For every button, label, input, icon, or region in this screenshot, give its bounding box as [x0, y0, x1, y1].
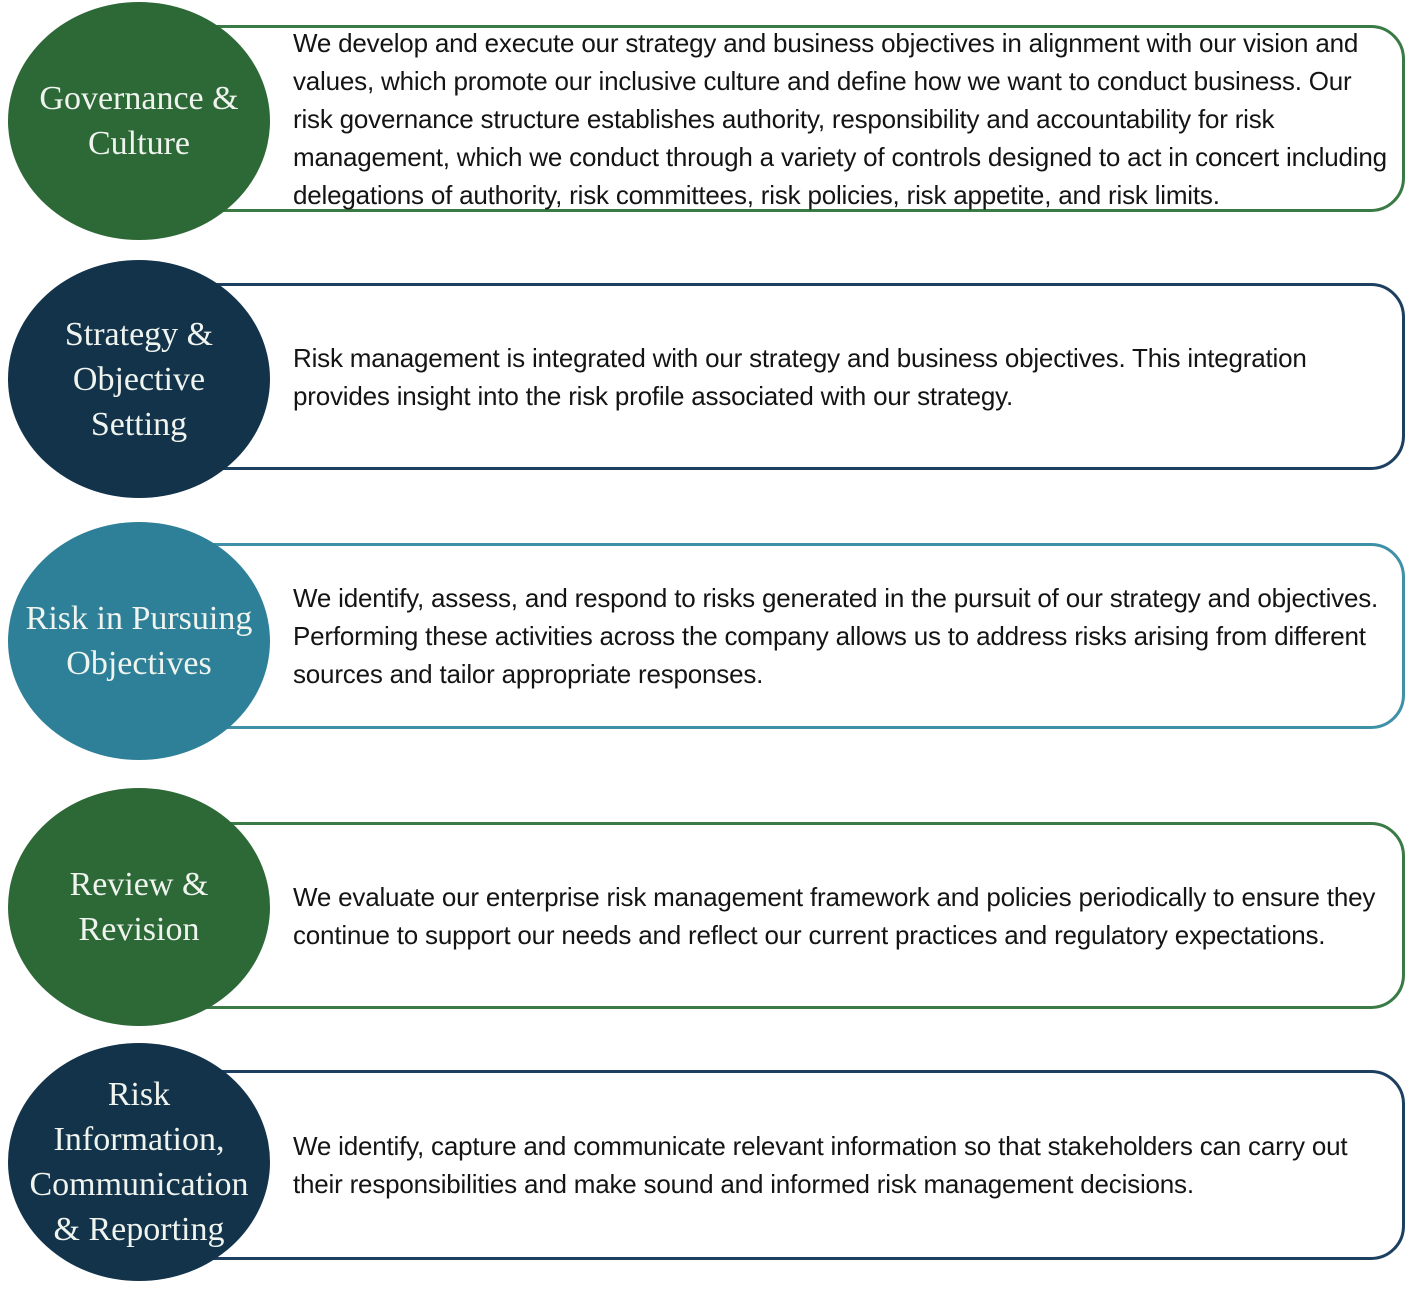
risk-pursuing-panel: We identify, assess, and respond to risk…: [170, 543, 1405, 729]
risk-information-panel: We identify, capture and communicate rel…: [170, 1070, 1405, 1260]
review-revision-description: We evaluate our enterprise risk manageme…: [293, 881, 1376, 950]
review-revision-circle: Review & Revision: [8, 788, 270, 1026]
risk-information-description: We identify, capture and communicate rel…: [293, 1131, 1348, 1199]
review-revision-label: Review & Revision: [69, 866, 209, 948]
risk-information-circle: Risk Information, Communication & Report…: [8, 1043, 270, 1281]
governance-culture-circle: Governance & Culture: [8, 2, 270, 240]
strategy-objective-circle: Strategy & Objective Setting: [8, 260, 270, 498]
governance-culture-description: We develop and execute our strategy and …: [293, 27, 1387, 210]
governance-culture-label: Governance & Culture: [39, 80, 239, 162]
risk-information-label: Risk Information, Communication & Report…: [29, 1076, 249, 1248]
strategy-objective-description: Risk management is integrated with our s…: [293, 342, 1307, 411]
strategy-objective-label: Strategy & Objective Setting: [64, 315, 214, 443]
risk-pursuing-label: Risk in Pursuing Objectives: [25, 600, 253, 682]
risk-pursuing-circle: Risk in Pursuing Objectives: [8, 522, 270, 760]
strategy-objective-panel: Risk management is integrated with our s…: [170, 283, 1405, 470]
review-revision-panel: We evaluate our enterprise risk manageme…: [170, 822, 1405, 1009]
risk-pursuing-description: We identify, assess, and respond to risk…: [293, 583, 1379, 689]
governance-culture-panel: We develop and execute our strategy and …: [170, 25, 1405, 212]
